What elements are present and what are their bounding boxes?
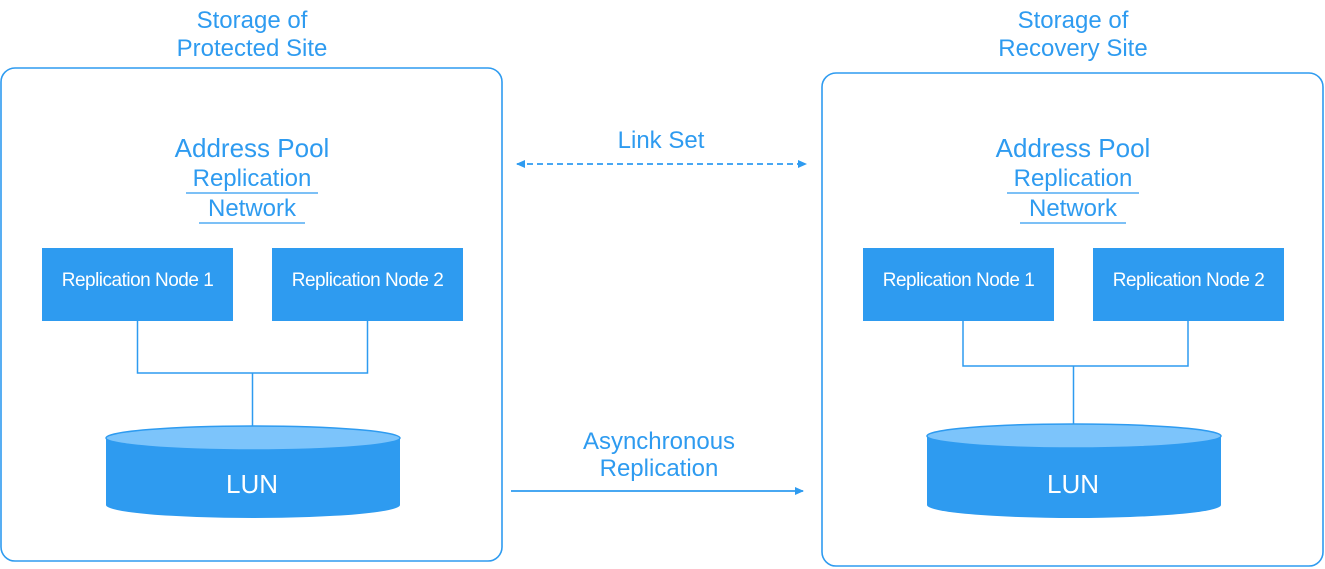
protected-site-container [0, 67, 503, 562]
recovery-replication-network-line2: Network [1029, 195, 1118, 222]
protected-replication-node-1-label: Replication Node 1 [62, 270, 214, 291]
recovery-lun-cylinder [926, 423, 1222, 518]
recovery-replication-node-2 [1093, 248, 1284, 321]
recovery-lun-label: LUN [1047, 469, 1099, 499]
protected-lun-label: LUN [226, 469, 278, 499]
link-set-connection: Link Set [516, 127, 807, 168]
protected-replication-network-line1: Replication [193, 165, 312, 192]
recovery-replication-node-1-label: Replication Node 1 [883, 270, 1035, 291]
protected-site: Storage of Protected Site Address Pool R… [0, 7, 503, 562]
recovery-replication-node-1 [863, 248, 1054, 321]
recovery-node-connector [962, 321, 1189, 428]
async-replication-connection: Asynchronous Replication [511, 428, 804, 495]
protected-address-pool-label: Address Pool [175, 133, 330, 163]
protected-replication-node-2 [272, 248, 463, 321]
protected-site-title-line2: Protected Site [177, 35, 328, 62]
recovery-replication-network-line1: Replication [1014, 165, 1133, 192]
link-set-label: Link Set [618, 127, 705, 154]
protected-replication-node-1 [42, 248, 233, 321]
recovery-address-pool-label: Address Pool [996, 133, 1151, 163]
protected-replication-network-line2: Network [208, 195, 297, 222]
recovery-replication-node-2-label: Replication Node 2 [1113, 270, 1265, 291]
protected-node-connector [136, 321, 369, 430]
recovery-site: Storage of Recovery Site Address Pool Re… [821, 7, 1324, 567]
recovery-site-title-line1: Storage of [1018, 7, 1129, 34]
async-replication-label-line2: Replication [600, 455, 719, 482]
protected-site-title-line1: Storage of [197, 7, 308, 34]
recovery-site-container [821, 72, 1324, 567]
async-replication-label-line1: Asynchronous [583, 428, 735, 455]
protected-lun-cylinder [105, 425, 401, 518]
recovery-site-title-line2: Recovery Site [998, 35, 1147, 62]
protected-replication-node-2-label: Replication Node 2 [292, 270, 444, 291]
